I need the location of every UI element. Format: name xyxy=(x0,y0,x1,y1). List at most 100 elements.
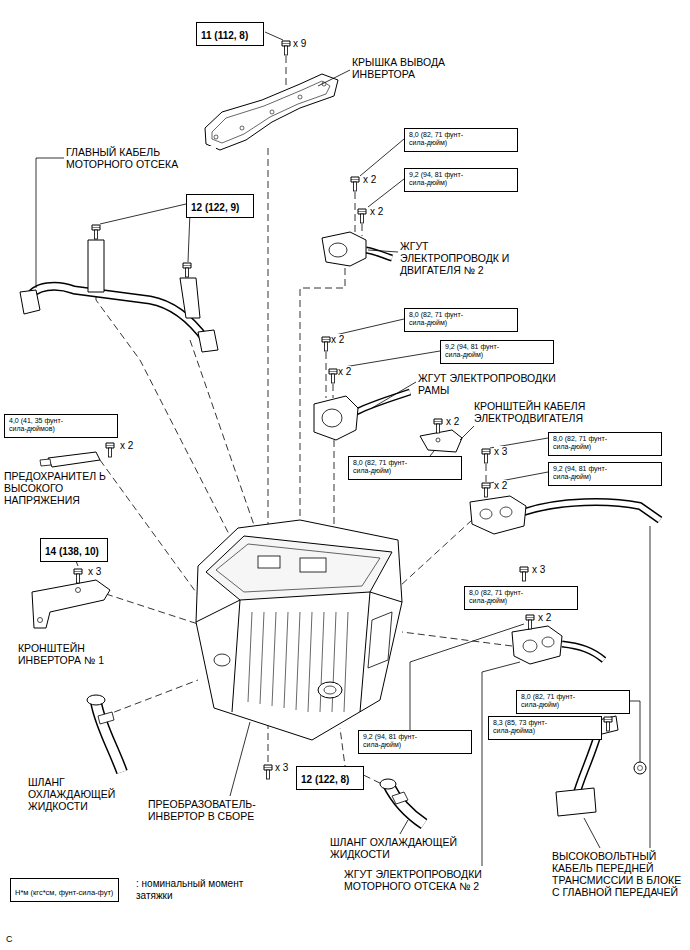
leader-lines xyxy=(230,722,250,796)
motor-cable-connector xyxy=(500,507,512,517)
coolant-hose-bottom xyxy=(388,784,424,824)
inverter-assembly xyxy=(368,612,392,668)
inverter-bracket-1 xyxy=(32,580,110,628)
torque-box: 8,0 (82, 71 фунт-сила-дюйм) xyxy=(348,456,462,480)
motor-cable-connector xyxy=(480,509,492,519)
torque-value: 9,2 (94, 81 фунт-сила-дюйм) xyxy=(363,733,433,749)
inverter-terminal-cover xyxy=(212,81,330,143)
leader-lines xyxy=(368,250,398,252)
motor-cable-connector xyxy=(524,502,660,520)
high-voltage-cable xyxy=(576,734,598,796)
leader-lines xyxy=(100,204,186,224)
torque-value: 4,0 (41, 35 фунт-сила-дюймов) xyxy=(9,417,79,433)
engine-wire-harness-2 xyxy=(329,243,347,257)
motor-cable-connector xyxy=(470,496,660,534)
part-name: ШЛАНГ ОХЛАЖДАЮЩЕЙ ЖИДКОСТИ xyxy=(28,776,138,812)
coolant-hose-left xyxy=(87,695,122,772)
inverter-assembly xyxy=(196,600,240,622)
frame-wire-harness xyxy=(356,392,410,412)
inverter-assembly xyxy=(206,536,392,600)
motor-cable-bracket xyxy=(420,430,462,452)
inverter-assembly xyxy=(300,558,326,572)
bolts xyxy=(358,209,366,223)
dashed-assembly-lines xyxy=(190,340,255,528)
bolts xyxy=(526,615,534,629)
coolant-hose-left xyxy=(98,712,114,724)
torque-box: 8,0 (82, 71 фунт-сила-дюйм) xyxy=(548,432,662,456)
inverter-assembly xyxy=(260,612,264,704)
quantity-mark: x 2 xyxy=(120,440,133,452)
engine-room-harness-2 xyxy=(512,626,604,664)
part-name: ЖГУТ ЭЛЕКТРОПРОВОДКИ РАМЫ xyxy=(418,372,588,396)
inverter-assembly xyxy=(344,612,348,712)
coolant-hose-bottom xyxy=(380,779,396,789)
dashed-assembly-lines xyxy=(362,224,363,236)
dashed-assembly-lines xyxy=(486,464,487,482)
torque-box: 12 (122, 9) xyxy=(186,194,254,218)
inverter-bracket-1 xyxy=(38,618,43,623)
part-name: ВЫСОКОВОЛЬТНЫЙ КАБЕЛЬ ПЕРЕДНЕЙ ТРАНСМИСС… xyxy=(552,850,684,898)
bolts xyxy=(482,449,490,463)
inverter-assembly xyxy=(318,682,342,698)
torque-box: 11 (112, 8) xyxy=(196,22,264,46)
bolts xyxy=(74,569,82,583)
quantity-mark: x 3 xyxy=(275,762,288,774)
leader-lines xyxy=(188,212,190,262)
part-name: ГЛАВНЫЙ КАБЕЛЬ МОТОРНОГО ОТСЕКА xyxy=(66,146,216,170)
motor-cable-bracket xyxy=(436,438,440,442)
leader-lines xyxy=(482,662,520,866)
high-voltage-cable xyxy=(634,762,646,774)
coolant-hose-bottom xyxy=(380,779,424,824)
dashed-assembly-lines xyxy=(400,520,472,586)
dashed-assembly-lines xyxy=(355,192,356,234)
torque-value: 9,2 (94, 81 фунт-сила-дюйм) xyxy=(553,465,623,481)
dashed-assembly-lines xyxy=(104,680,198,716)
torque-box: 14 (138, 10) xyxy=(40,538,108,562)
quantity-mark: x 2 xyxy=(494,480,507,492)
legend-text: : номинальный момент затяжки xyxy=(136,878,246,901)
bolts xyxy=(322,337,330,351)
dashed-assembly-lines xyxy=(334,440,335,528)
engine-room-harness-2 xyxy=(542,637,554,647)
inverter-assembly xyxy=(232,600,240,712)
part-name: ПРЕДОХРАНИТЕЛ Ь ВЫСОКОГО НАПРЯЖЕНИЯ xyxy=(4,470,106,506)
torque-value: 12 (122, 9) xyxy=(191,202,239,214)
dashed-assembly-lines xyxy=(100,460,206,606)
bolts xyxy=(434,419,442,433)
dashed-assembly-lines xyxy=(268,148,269,536)
quantity-mark: x 9 xyxy=(293,38,306,50)
part-name: ШЛАНГ ОХЛАЖДАЮЩЕЙ ЖИДКОСТИ xyxy=(330,836,480,860)
torque-value: 8,0 (82, 71 фунт-сила-дюйм) xyxy=(409,311,479,327)
quantity-mark: x 2 xyxy=(363,174,376,186)
leader-lines xyxy=(265,32,283,40)
torque-box: 8,3 (85, 73 фунт-сила-дюйма) xyxy=(488,716,602,740)
bolts xyxy=(329,369,337,383)
quantity-mark: x 2 xyxy=(538,612,551,624)
leader-lines xyxy=(460,426,474,440)
torque-box: 8,0 (82, 71 фунт-сила-дюйм) xyxy=(516,690,630,714)
inverter-terminal-cover xyxy=(205,74,338,150)
part-name: КРОНШТЕЙН КАБЕЛЯ ЭЛЕКТРОДВИГАТЕЛЯ xyxy=(474,400,614,424)
quantity-mark: x 3 xyxy=(532,564,545,576)
torque-value: Н*м (кгс*см, фунт-сила-фут) xyxy=(15,889,113,898)
coolant-hose-bottom xyxy=(388,784,424,824)
frame-wire-harness xyxy=(314,396,358,440)
inverter-assembly xyxy=(258,556,280,568)
quantity-mark: x 2 xyxy=(446,416,459,428)
engine-room-main-cable xyxy=(28,286,206,340)
engine-room-harness-2 xyxy=(562,644,604,660)
torque-box: 9,2 (94, 81 фунт-сила-дюйм) xyxy=(358,730,472,754)
dashed-assembly-lines xyxy=(326,352,327,398)
inverter-assembly xyxy=(296,612,300,710)
leader-lines xyxy=(360,139,404,176)
torque-box: 12 (122, 8) xyxy=(296,766,364,790)
leader-lines xyxy=(36,32,650,866)
coolant-hose-left xyxy=(87,695,105,705)
dashed-assembly-lines xyxy=(286,56,287,86)
leader-lines xyxy=(650,526,651,848)
torque-value: 14 (138, 10) xyxy=(45,546,99,558)
torque-value: 8,0 (82, 71 фунт-сила-дюйм) xyxy=(521,693,591,709)
frame-wire-harness xyxy=(322,409,342,427)
